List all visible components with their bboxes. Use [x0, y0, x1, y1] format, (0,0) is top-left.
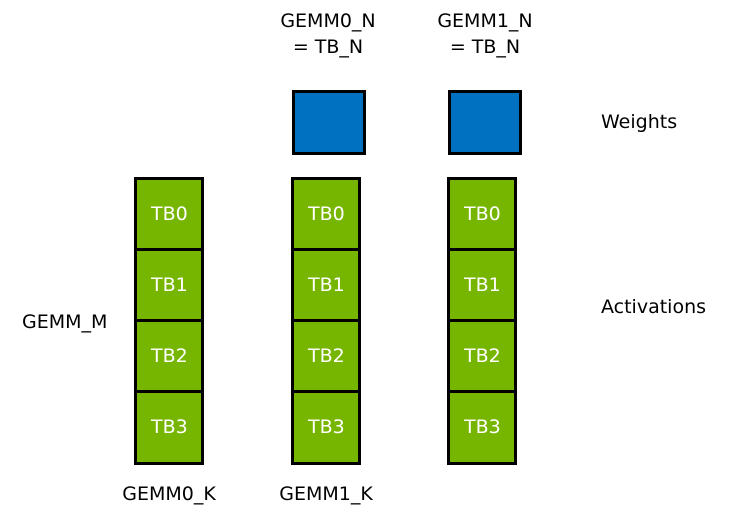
activation-cell-label: TB2: [151, 344, 188, 367]
activation-cell-tb2: TB2: [134, 319, 204, 393]
activation-cell-tb0: TB0: [291, 177, 361, 251]
activation-cell-label: TB1: [464, 273, 501, 296]
activation-cell-label: TB1: [308, 273, 345, 296]
gemm1-weight-tile: [448, 90, 522, 155]
activation-cell-label: TB0: [308, 202, 345, 225]
activations-row-label: Activations: [601, 296, 707, 318]
weights-row-label: Weights: [601, 111, 678, 133]
gemm0-k-label: GEMM0_K: [122, 483, 216, 505]
activation-cell-label: TB0: [151, 202, 188, 225]
gemm-m-label: GEMM_M: [22, 311, 108, 333]
activation-cell-tb0: TB0: [447, 177, 517, 251]
activation-cell-label: TB2: [464, 344, 501, 367]
activation-cell-label: TB2: [308, 344, 345, 367]
activation-cell-tb0: TB0: [134, 177, 204, 251]
activation-column-0: TB0 TB1 TB2 TB3: [134, 177, 204, 471]
activation-cell-tb3: TB3: [134, 390, 204, 465]
activation-cell-label: TB3: [151, 416, 188, 438]
activation-cell-tb3: TB3: [447, 390, 517, 465]
gemm0-n-header-line2: = TB_N: [292, 36, 364, 58]
activation-column-1: TB0 TB1 TB2 TB3: [291, 177, 361, 471]
gemm1-n-header-line1: GEMM1_N: [437, 10, 533, 32]
activation-cell-tb1: TB1: [291, 248, 361, 322]
gemm1-n-header: GEMM1_N = TB_N: [405, 8, 565, 60]
activation-cell-tb1: TB1: [447, 248, 517, 322]
gemm0-n-header: GEMM0_N = TB_N: [248, 8, 408, 60]
gemm1-k-label: GEMM1_K: [279, 483, 373, 505]
activation-cell-label: TB3: [464, 416, 501, 438]
activation-column-2: TB0 TB1 TB2 TB3: [447, 177, 517, 471]
gemm0-weight-tile: [292, 90, 366, 155]
activation-cell-tb1: TB1: [134, 248, 204, 322]
gemm1-n-header-line2: = TB_N: [449, 36, 521, 58]
activation-cell-tb3: TB3: [291, 390, 361, 465]
activation-cell-label: TB0: [464, 202, 501, 225]
activation-cell-label: TB3: [308, 416, 345, 438]
activation-cell-tb2: TB2: [447, 319, 517, 393]
activation-cell-tb2: TB2: [291, 319, 361, 393]
activation-cell-label: TB1: [151, 273, 188, 296]
gemm0-n-header-line1: GEMM0_N: [280, 10, 376, 32]
